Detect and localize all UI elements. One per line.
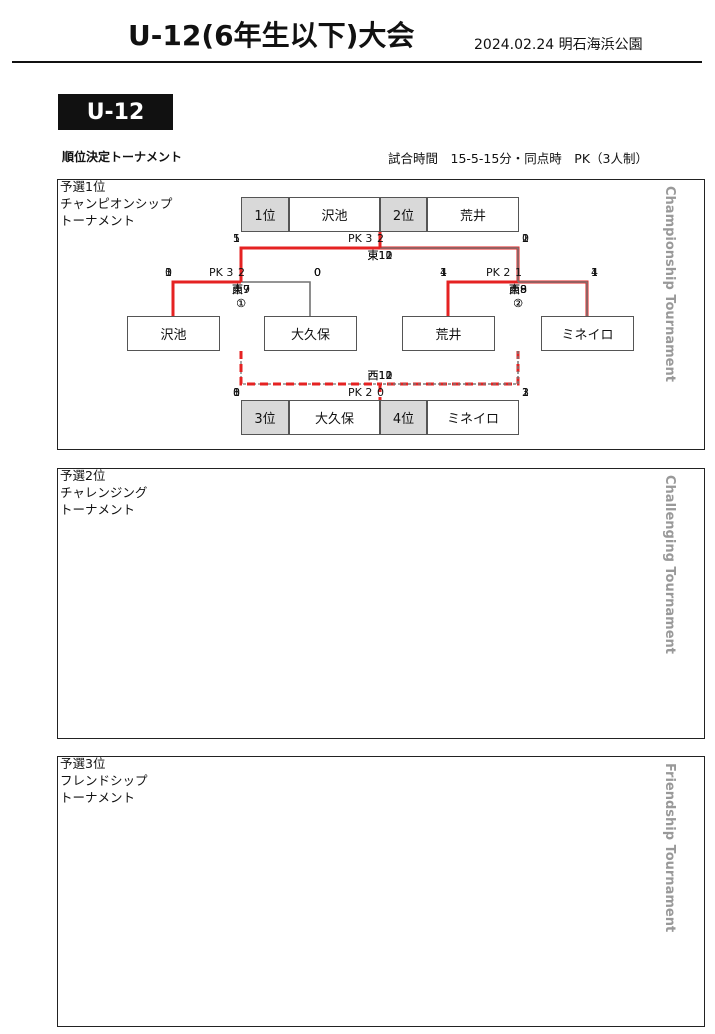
final-right-line <box>380 247 519 282</box>
side-title: Friendship Tournament <box>662 763 677 933</box>
semi2-right-line <box>518 281 588 316</box>
side-title: Championship Tournament <box>662 186 677 382</box>
semi1-left-score: 0 <box>165 266 172 279</box>
bracket-panel: 予選3位 フレンドシップ トーナメント Friendship Tournament… <box>57 197 705 1027</box>
semi1-right-line <box>241 281 311 316</box>
semi1-number: ① <box>236 297 246 310</box>
bracket-lines <box>171 232 588 400</box>
bottom-result-label-b: 4位 <box>380 400 427 435</box>
semi1-left-pk: PK 3 <box>209 266 234 279</box>
semi1-left-score: 1 <box>165 266 172 279</box>
semi1-court: 東9 <box>232 283 250 296</box>
semi1-right-pk: 2 <box>238 266 245 279</box>
bracket-panel: 予選2位 チャレンジング トーナメント Challenging Tournamen… <box>57 197 705 739</box>
third-right-line <box>380 351 519 385</box>
final-court: 東11 <box>367 249 393 262</box>
group-title: 予選1位 チャンピオンシップ トーナメント <box>60 179 173 228</box>
semi2-left-score: 4 <box>440 266 447 279</box>
semi2-left-line <box>446 280 518 316</box>
bottom-result-team-a: 大久保 <box>289 400 380 435</box>
semi2-right-score: 4 <box>591 266 598 279</box>
third-right-pk: 0 <box>377 386 384 399</box>
team-box: 沢池 <box>127 316 220 351</box>
third-left-score: 8 <box>233 386 240 399</box>
group-title: 予選2位 チャレンジング トーナメント <box>60 468 148 517</box>
semi2-right-score: 1 <box>591 266 598 279</box>
third-court: 西11 <box>367 369 393 382</box>
semi1-number: ① <box>236 297 246 310</box>
third-right-score: 3 <box>522 386 529 399</box>
side-title: Challenging Tournament <box>662 475 677 654</box>
semi1-court: 東7 <box>232 283 250 296</box>
top-result-team-b: 荒井 <box>427 197 519 232</box>
team-box: 荒井 <box>402 316 495 351</box>
top-result-team-a: 沢池 <box>289 197 380 232</box>
third-left-line <box>239 351 380 386</box>
final-court: 東10 <box>367 249 393 262</box>
page-title: U-12(6年生以下)大会 <box>128 19 415 52</box>
semi2-court: 東8 <box>509 283 527 296</box>
final-left-line <box>239 246 380 282</box>
final-left-score: 1 <box>233 232 240 245</box>
semi2-right-line <box>518 280 589 316</box>
final-right-score: 2 <box>522 232 529 245</box>
semi1-right-line <box>241 281 311 316</box>
final-court: 東12 <box>367 249 393 262</box>
semi2-number: ② <box>513 297 523 310</box>
final-right-pk: 2 <box>377 232 384 245</box>
semi2-court: 西9 <box>509 283 527 296</box>
semi1-right-score: 0 <box>314 266 321 279</box>
semi1-left-line <box>171 280 241 316</box>
third-left-score: 1 <box>233 386 240 399</box>
match-rules: 試合時間 15-5-15分・同点時 PK（3人制） <box>388 151 648 166</box>
third-right-score: 2 <box>522 386 529 399</box>
semi2-number: ② <box>513 297 523 310</box>
third-right-line <box>380 351 520 386</box>
third-right-score: 1 <box>522 386 529 399</box>
semi2-left-score: 1 <box>440 266 447 279</box>
category-badge: U-12 <box>58 94 173 130</box>
title-rule <box>12 61 702 63</box>
third-court: 西10 <box>367 369 393 382</box>
semi2-left-line <box>447 281 518 316</box>
third-left-score: 0 <box>233 386 240 399</box>
semi2-number: ② <box>513 297 523 310</box>
team-box: ミネイロ <box>541 316 634 351</box>
semi2-right-score: 1 <box>591 266 598 279</box>
semi1-right-score: 0 <box>314 266 321 279</box>
final-left-score: 5 <box>233 232 240 245</box>
semi2-left-pk: PK 2 <box>486 266 511 279</box>
final-left-line <box>240 247 380 282</box>
third-left-pk: PK 2 <box>348 386 373 399</box>
bottom-result-label-a: 3位 <box>241 400 289 435</box>
group-title: 予選3位 フレンドシップ トーナメント <box>60 756 148 805</box>
bottom-result-team-b: ミネイロ <box>427 400 519 435</box>
final-left-score: 1 <box>233 232 240 245</box>
bracket-lines <box>171 232 588 400</box>
semi1-left-line <box>171 280 241 316</box>
semi2-court: 西8 <box>509 283 527 296</box>
third-left-line <box>240 351 380 385</box>
top-result-label-a: 1位 <box>241 197 289 232</box>
final-right-score: 1 <box>522 232 529 245</box>
semi1-court: 西7 <box>232 283 250 296</box>
section-heading: 順位決定トーナメント <box>62 150 183 164</box>
semi2-right-pk: 1 <box>515 266 522 279</box>
semi1-right-score: 0 <box>314 266 321 279</box>
semi2-left-score: 1 <box>440 266 447 279</box>
date-venue: 2024.02.24 明石海浜公園 <box>474 37 643 53</box>
final-right-score: 0 <box>522 232 529 245</box>
semi1-number: ① <box>236 297 246 310</box>
team-box: 大久保 <box>264 316 357 351</box>
semi1-left-score: 3 <box>165 266 172 279</box>
top-result-label-b: 2位 <box>380 197 427 232</box>
final-left-pk: PK 3 <box>348 232 373 245</box>
third-court: 西12 <box>367 369 393 382</box>
